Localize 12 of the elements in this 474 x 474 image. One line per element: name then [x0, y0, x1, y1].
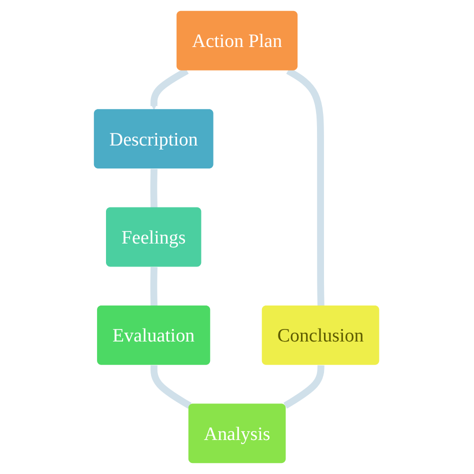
node-box: Feelings: [106, 207, 202, 267]
connector: [286, 68, 325, 306]
connector: [150, 168, 158, 208]
node-box: Description: [94, 109, 214, 169]
connector: [150, 266, 158, 306]
node-box: Analysis: [188, 404, 286, 464]
node-box: Action Plan: [177, 10, 298, 70]
arrow: [150, 68, 190, 110]
connector: [150, 365, 192, 409]
connector: [284, 365, 325, 409]
node-box: Conclusion: [262, 305, 380, 365]
node-box: Evaluation: [98, 305, 211, 365]
